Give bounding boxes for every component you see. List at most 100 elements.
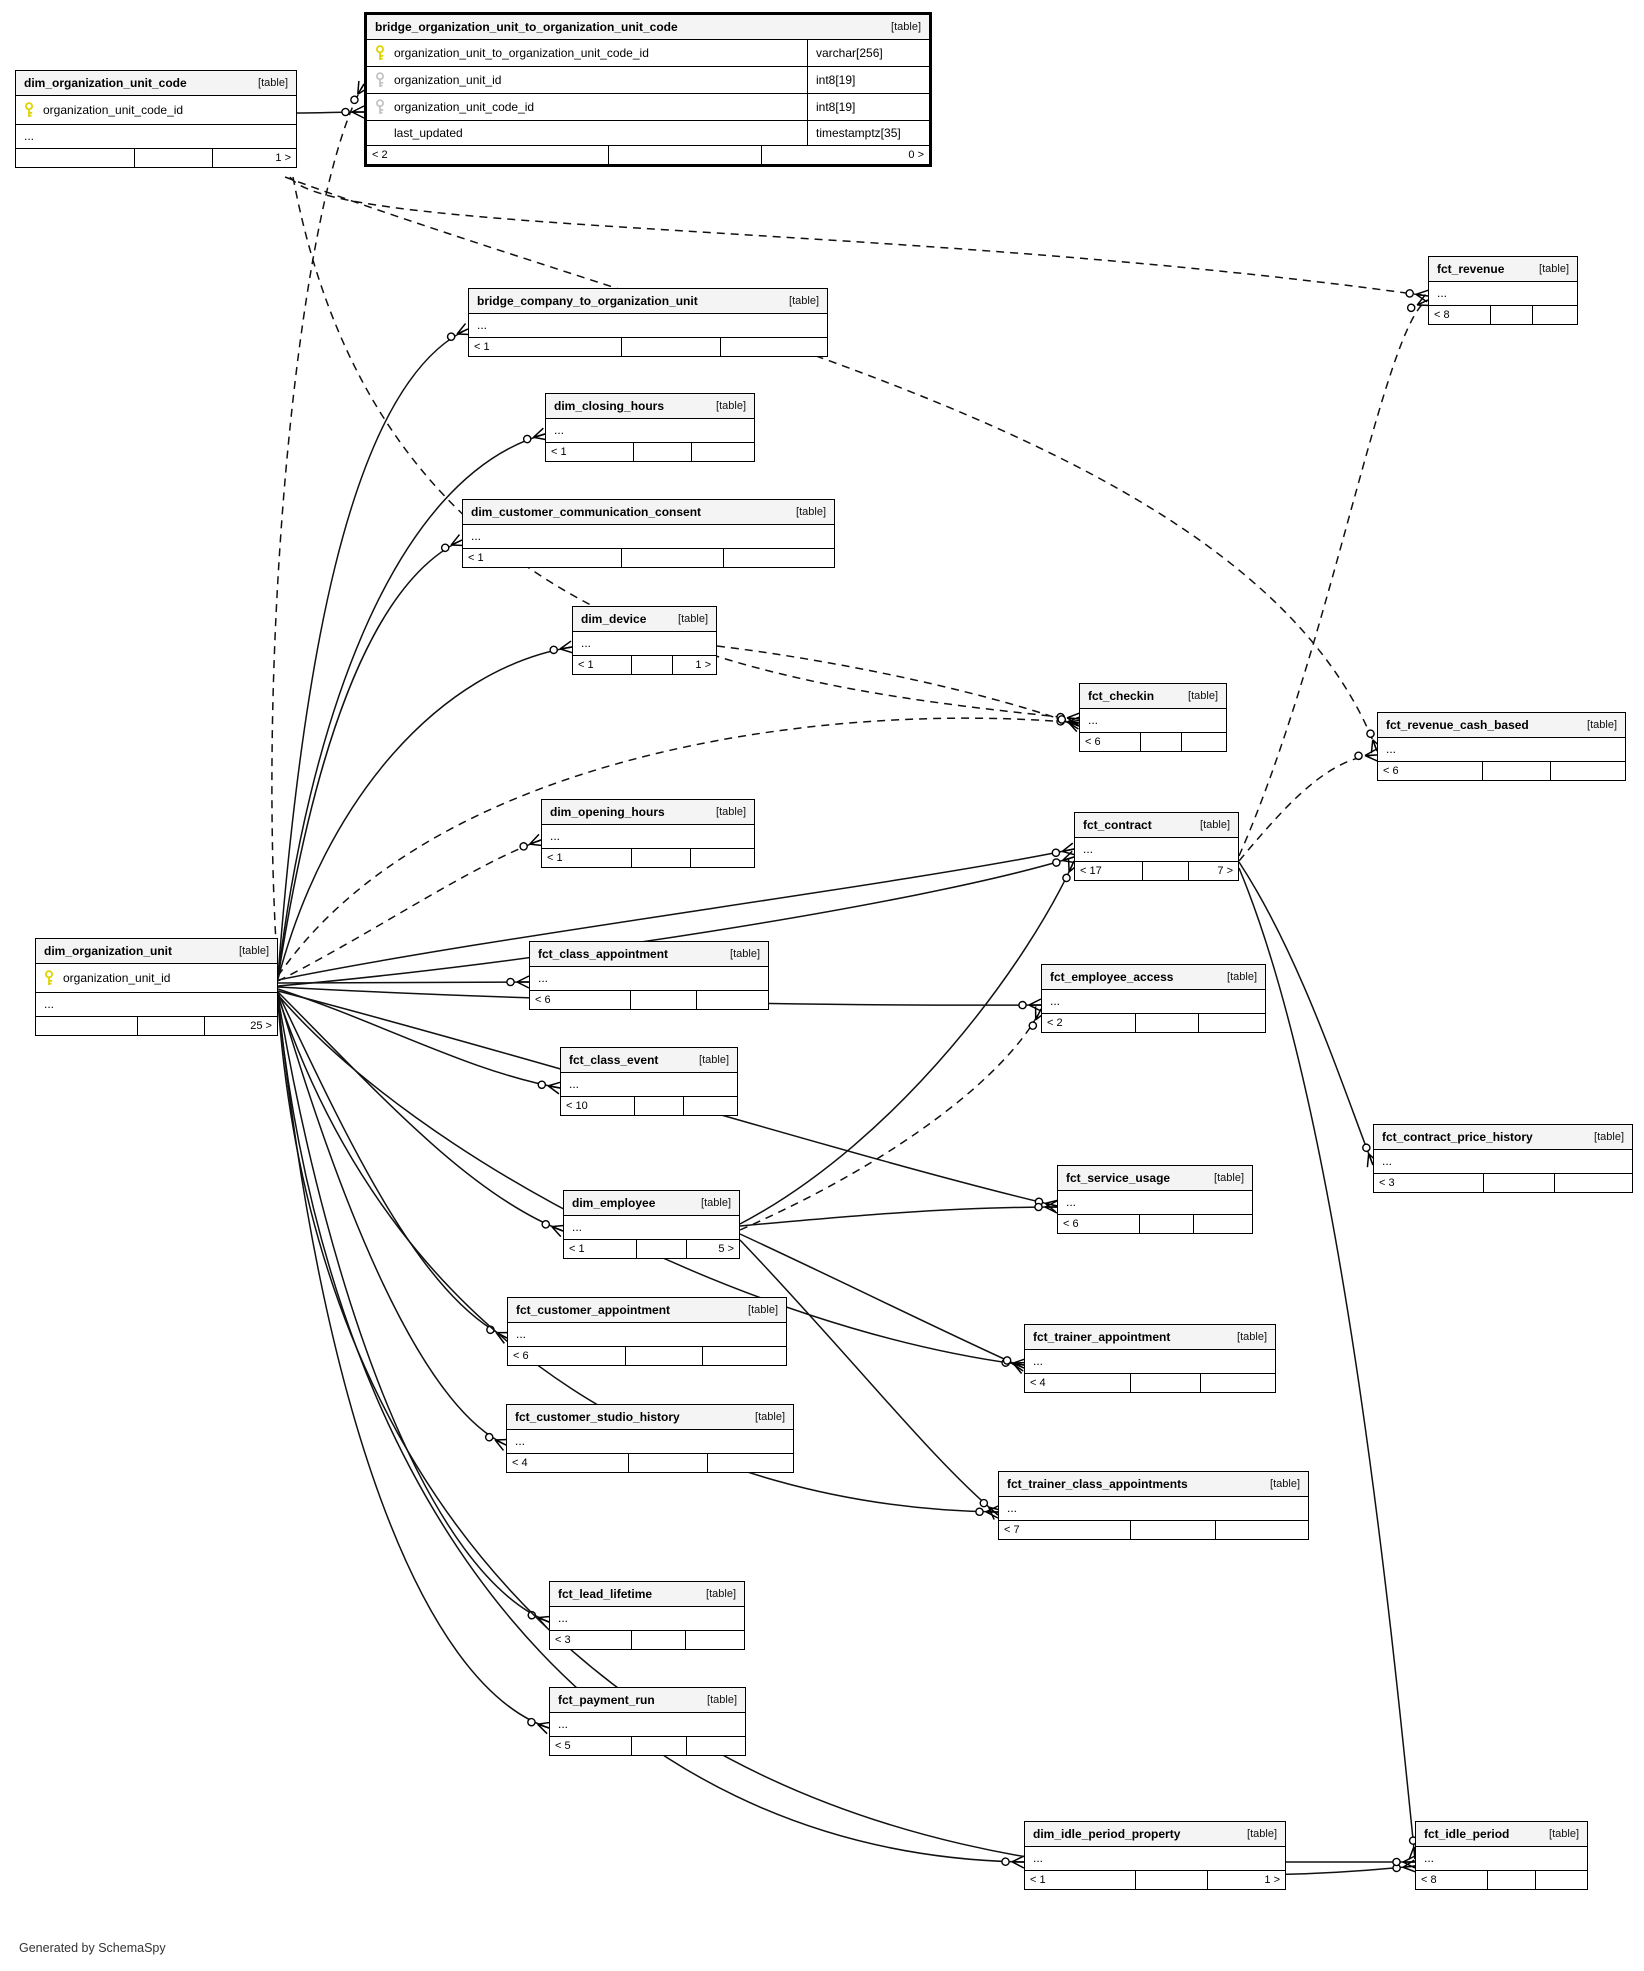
footer-left: < 1: [474, 341, 490, 353]
table-name[interactable]: fct_checkin: [1088, 689, 1155, 703]
table-node-fct_trainer_appointment[interactable]: fct_trainer_appointment[table] ... < 4: [1024, 1324, 1276, 1393]
footer-row: < 6: [530, 990, 768, 1009]
table-name[interactable]: fct_lead_lifetime: [558, 1587, 653, 1601]
table-title[interactable]: fct_checkin[table]: [1080, 684, 1226, 709]
footer-row: < 2: [1042, 1013, 1265, 1032]
table-title[interactable]: dim_opening_hours[table]: [542, 800, 754, 825]
relationship-line: [277, 640, 574, 980]
table-name[interactable]: fct_trainer_class_appointments: [1007, 1477, 1188, 1491]
table-node-fct_customer_appointment[interactable]: fct_customer_appointment[table] ... < 6: [507, 1297, 787, 1366]
ellipsis-row: ...: [1437, 286, 1448, 300]
table-node-fct_trainer_class_appointments[interactable]: fct_trainer_class_appointments[table] ..…: [998, 1471, 1309, 1540]
table-node-dim_customer_communication_consent[interactable]: dim_customer_communication_consent[table…: [462, 499, 835, 568]
table-title[interactable]: fct_customer_appointment[table]: [508, 1298, 786, 1323]
table-node-fct_checkin[interactable]: fct_checkin[table] ... < 6: [1079, 683, 1227, 752]
table-node-fct_lead_lifetime[interactable]: fct_lead_lifetime[table] ... < 3: [549, 1581, 745, 1650]
footer-row: < 1: [542, 848, 754, 867]
table-title[interactable]: fct_revenue_cash_based [table]: [1378, 713, 1625, 738]
table-name[interactable]: dim_organization_unit_code: [24, 76, 187, 90]
table-node-fct_contract_price_history[interactable]: fct_contract_price_history[table] ... < …: [1373, 1124, 1633, 1193]
table-name[interactable]: dim_employee: [572, 1196, 656, 1210]
table-name[interactable]: dim_idle_period_property: [1033, 1827, 1181, 1841]
table-title[interactable]: dim_idle_period_property[table]: [1025, 1822, 1285, 1847]
table-title[interactable]: fct_payment_run[table]: [550, 1688, 745, 1713]
column-name: organization_unit_code_id: [43, 103, 184, 117]
column-row: organization_unit_id int8[19]: [367, 66, 929, 93]
footer-right: [689, 849, 754, 867]
table-name[interactable]: dim_customer_communication_consent: [471, 505, 702, 519]
table-name[interactable]: fct_contract: [1083, 818, 1152, 832]
table-name[interactable]: fct_employee_access: [1050, 970, 1174, 984]
table-badge: [table]: [1587, 719, 1617, 731]
table-title[interactable]: fct_class_appointment[table]: [530, 942, 768, 967]
table-node-fct_employee_access[interactable]: fct_employee_access[table] ... < 2: [1041, 964, 1266, 1033]
table-node-fct_class_appointment[interactable]: fct_class_appointment[table] ... < 6: [529, 941, 769, 1010]
table-title[interactable]: fct_revenue[table]: [1429, 257, 1577, 282]
ellipsis-row: ...: [516, 1327, 527, 1341]
table-node-dim_closing_hours[interactable]: dim_closing_hours[table] ... < 1: [545, 393, 755, 462]
table-name[interactable]: bridge_company_to_organization_unit: [477, 294, 698, 308]
table-title[interactable]: dim_device[table]: [573, 607, 716, 632]
column-name: organization_unit_to_organization_unit_c…: [394, 46, 649, 60]
table-node-fct_revenue_cash_based[interactable]: fct_revenue_cash_based[table] ... < 6: [1377, 712, 1626, 781]
table-title[interactable]: bridge_company_to_organization_unit[tabl…: [469, 289, 827, 314]
table-name[interactable]: fct_contract_price_history: [1382, 1130, 1533, 1144]
table-name[interactable]: dim_device: [581, 612, 647, 626]
table-title[interactable]: dim_customer_communication_consent[table…: [463, 500, 834, 525]
table-name[interactable]: fct_customer_studio_history: [515, 1410, 680, 1424]
primary-key-icon: [375, 45, 385, 61]
table-node-dim_opening_hours[interactable]: dim_opening_hours[table] ... < 1: [541, 799, 755, 868]
table-title[interactable]: dim_organization_unit_code [table]: [16, 71, 296, 96]
table-name[interactable]: fct_payment_run: [558, 1693, 655, 1707]
table-name[interactable]: fct_trainer_appointment: [1033, 1330, 1171, 1344]
table-title[interactable]: fct_idle_period[table]: [1416, 1822, 1587, 1847]
table-name[interactable]: dim_closing_hours: [554, 399, 665, 413]
table-node-dim_organization_unit[interactable]: dim_organization_unit [table] organizati…: [35, 938, 278, 1036]
table-name[interactable]: fct_idle_period: [1424, 1827, 1510, 1841]
table-node-fct_class_event[interactable]: fct_class_event[table] ... < 10: [560, 1047, 738, 1116]
table-title[interactable]: fct_trainer_class_appointments[table]: [999, 1472, 1308, 1497]
table-title[interactable]: fct_employee_access[table]: [1042, 965, 1265, 990]
table-node-fct_revenue[interactable]: fct_revenue[table] ... < 8: [1428, 256, 1578, 325]
table-name[interactable]: fct_class_event: [569, 1053, 659, 1067]
table-title[interactable]: fct_contract[table]: [1075, 813, 1238, 838]
footer-row: < 1: [463, 548, 834, 567]
footer-mid: [632, 443, 691, 461]
table-name[interactable]: fct_revenue: [1437, 262, 1505, 276]
table-title[interactable]: fct_class_event[table]: [561, 1048, 737, 1073]
table-node-bridge_company_to_organization_unit[interactable]: bridge_company_to_organization_unit[tabl…: [468, 288, 828, 357]
table-name[interactable]: fct_class_appointment: [538, 947, 669, 961]
table-name[interactable]: bridge_organization_unit_to_organization…: [375, 20, 678, 34]
table-name[interactable]: dim_opening_hours: [550, 805, 665, 819]
table-title[interactable]: dim_organization_unit [table]: [36, 939, 277, 964]
table-title[interactable]: fct_trainer_appointment[table]: [1025, 1325, 1275, 1350]
table-node-fct_payment_run[interactable]: fct_payment_run[table] ... < 5: [549, 1687, 746, 1756]
table-name[interactable]: fct_service_usage: [1066, 1171, 1171, 1185]
table-node-bridge_organization_unit_to_organization_unit_code[interactable]: bridge_organization_unit_to_organization…: [364, 12, 932, 167]
relationship-line: [739, 1200, 1058, 1227]
footer-mid: [631, 1737, 686, 1755]
table-title[interactable]: dim_employee[table]: [564, 1191, 739, 1216]
table-title[interactable]: fct_lead_lifetime[table]: [550, 1582, 744, 1607]
table-title[interactable]: fct_customer_studio_history[table]: [507, 1405, 793, 1430]
table-node-fct_idle_period[interactable]: fct_idle_period[table] ... < 8: [1415, 1821, 1588, 1890]
table-title[interactable]: fct_service_usage[table]: [1058, 1166, 1252, 1191]
ellipsis-row: ...: [16, 124, 296, 148]
table-node-fct_service_usage[interactable]: fct_service_usage[table] ... < 6: [1057, 1165, 1253, 1234]
table-name[interactable]: dim_organization_unit: [44, 944, 173, 958]
table-name[interactable]: fct_customer_appointment: [516, 1303, 671, 1317]
footer-left: < 6: [535, 994, 551, 1006]
table-node-fct_customer_studio_history[interactable]: fct_customer_studio_history[table] ... <…: [506, 1404, 794, 1473]
table-title[interactable]: dim_closing_hours[table]: [546, 394, 754, 419]
table-name[interactable]: fct_revenue_cash_based: [1386, 718, 1529, 732]
ellipsis-row: ...: [1033, 1851, 1044, 1865]
table-node-dim_organization_unit_code[interactable]: dim_organization_unit_code [table] organ…: [15, 70, 297, 168]
table-title[interactable]: fct_contract_price_history[table]: [1374, 1125, 1632, 1150]
table-badge: [table]: [239, 945, 269, 957]
table-title[interactable]: bridge_organization_unit_to_organization…: [367, 15, 929, 40]
footer-mid: [630, 849, 690, 867]
